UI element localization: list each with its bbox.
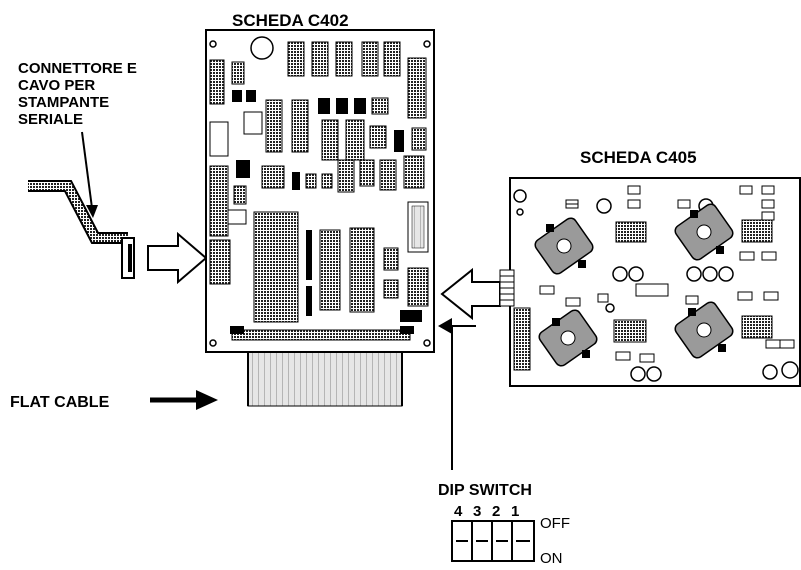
dip-position-3: 3 bbox=[473, 503, 481, 520]
board-c402-title: SCHEDA C402 bbox=[232, 11, 349, 30]
serial-printer-cable bbox=[28, 186, 134, 278]
board-c402 bbox=[206, 30, 434, 352]
dip-position-2: 2 bbox=[492, 503, 500, 520]
printer-connector-label-line1: CONNETTORE E bbox=[18, 60, 137, 77]
board-c405-title: SCHEDA C405 bbox=[580, 148, 697, 167]
dip-position-4: 4 bbox=[454, 503, 463, 520]
hollow-arrow-cable-to-c402 bbox=[148, 234, 206, 282]
dip-position-1: 1 bbox=[511, 503, 519, 520]
hollow-arrow-c405-to-c402 bbox=[442, 270, 500, 318]
c402-left-connector bbox=[210, 240, 230, 284]
dip-switch-title: DIP SWITCH bbox=[438, 482, 532, 499]
dip-switch-diagram bbox=[452, 521, 534, 561]
dip-state-on: ON bbox=[540, 550, 563, 567]
printer-connector-label-line3: STAMPANTE bbox=[18, 94, 109, 111]
printer-connector-label-line4: SERIALE bbox=[18, 111, 83, 128]
dip-state-off: OFF bbox=[540, 515, 570, 532]
flat-cable-arrow bbox=[150, 390, 218, 410]
c405-left-connector bbox=[514, 308, 530, 370]
dip-switch-pointer bbox=[438, 318, 476, 470]
board-c405 bbox=[500, 178, 800, 386]
flat-cable-label: FLAT CABLE bbox=[10, 394, 110, 411]
printer-connector-label-line2: CAVO PER bbox=[18, 77, 95, 94]
c402-dip-switch bbox=[400, 310, 422, 322]
c402-right-connector bbox=[408, 268, 428, 306]
battery-icon bbox=[251, 37, 273, 59]
